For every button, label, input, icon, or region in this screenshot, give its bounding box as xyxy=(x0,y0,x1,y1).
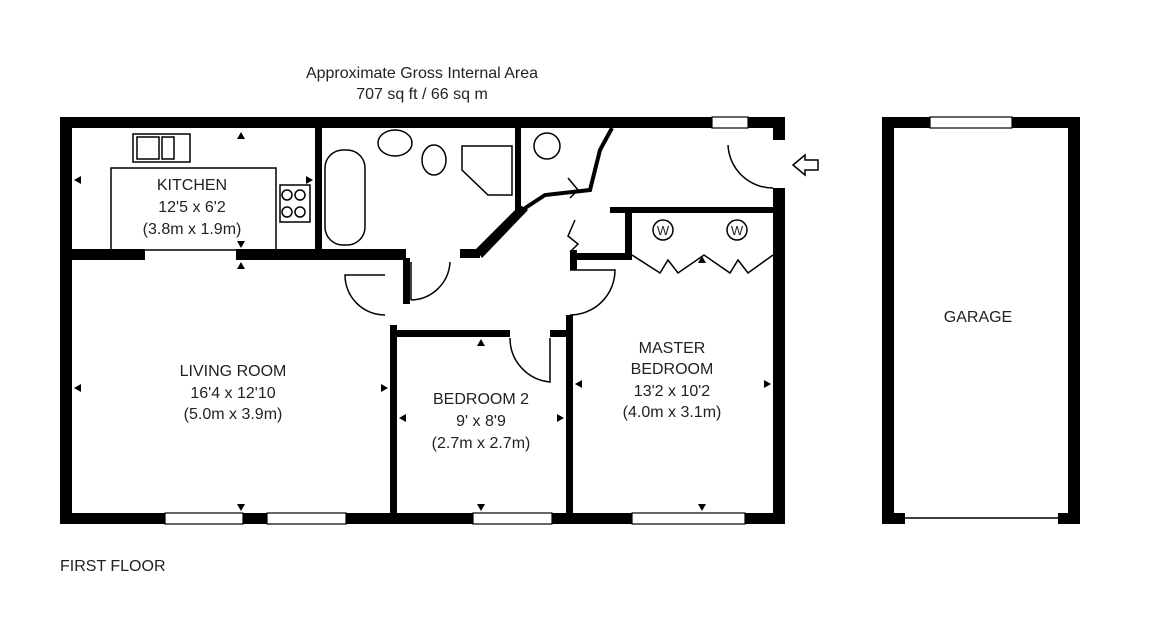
floor-label: FIRST FLOOR xyxy=(60,558,166,575)
svg-text:W: W xyxy=(731,223,744,238)
svg-text:(2.7m x 2.7m): (2.7m x 2.7m) xyxy=(432,435,531,452)
svg-text:MASTER: MASTER xyxy=(639,340,706,357)
svg-text:9' x 8'9: 9' x 8'9 xyxy=(456,413,506,430)
wardrobe-symbols: W W xyxy=(652,219,748,241)
svg-text:LIVING ROOM: LIVING ROOM xyxy=(180,363,287,380)
svg-text:(4.0m x 3.1m): (4.0m x 3.1m) xyxy=(623,404,722,421)
area-title: Approximate Gross Internal Area xyxy=(306,65,538,82)
bedroom-2-label: BEDROOM 2 9' x 8'9 (2.7m x 2.7m) xyxy=(432,391,531,452)
svg-text:(5.0m x 3.9m): (5.0m x 3.9m) xyxy=(184,406,283,423)
outer-walls xyxy=(60,117,785,524)
svg-text:13'2 x 10'2: 13'2 x 10'2 xyxy=(634,383,710,400)
svg-text:(3.8m x 1.9m): (3.8m x 1.9m) xyxy=(143,221,242,238)
svg-text:KITCHEN: KITCHEN xyxy=(157,177,227,194)
svg-text:16'4 x 12'10: 16'4 x 12'10 xyxy=(190,385,275,402)
svg-text:12'5 x 6'2: 12'5 x 6'2 xyxy=(158,199,226,216)
garage xyxy=(882,116,1080,524)
svg-text:BEDROOM 2: BEDROOM 2 xyxy=(433,391,529,408)
living-room-label: LIVING ROOM 16'4 x 12'10 (5.0m x 3.9m) xyxy=(180,363,287,423)
area-value: 707 sq ft / 66 sq m xyxy=(356,86,488,103)
interior-walls xyxy=(72,127,773,524)
svg-text:W: W xyxy=(657,223,670,238)
kitchen-label: KITCHEN 12'5 x 6'2 (3.8m x 1.9m) xyxy=(143,177,242,238)
svg-text:BEDROOM: BEDROOM xyxy=(631,361,714,378)
doors xyxy=(344,144,819,383)
dimension-arrows xyxy=(74,132,771,511)
garage-label: GARAGE xyxy=(944,309,1012,326)
windows xyxy=(164,116,749,525)
fixtures xyxy=(110,129,774,275)
master-bedroom-label: MASTER BEDROOM 13'2 x 10'2 (4.0m x 3.1m) xyxy=(623,340,722,421)
